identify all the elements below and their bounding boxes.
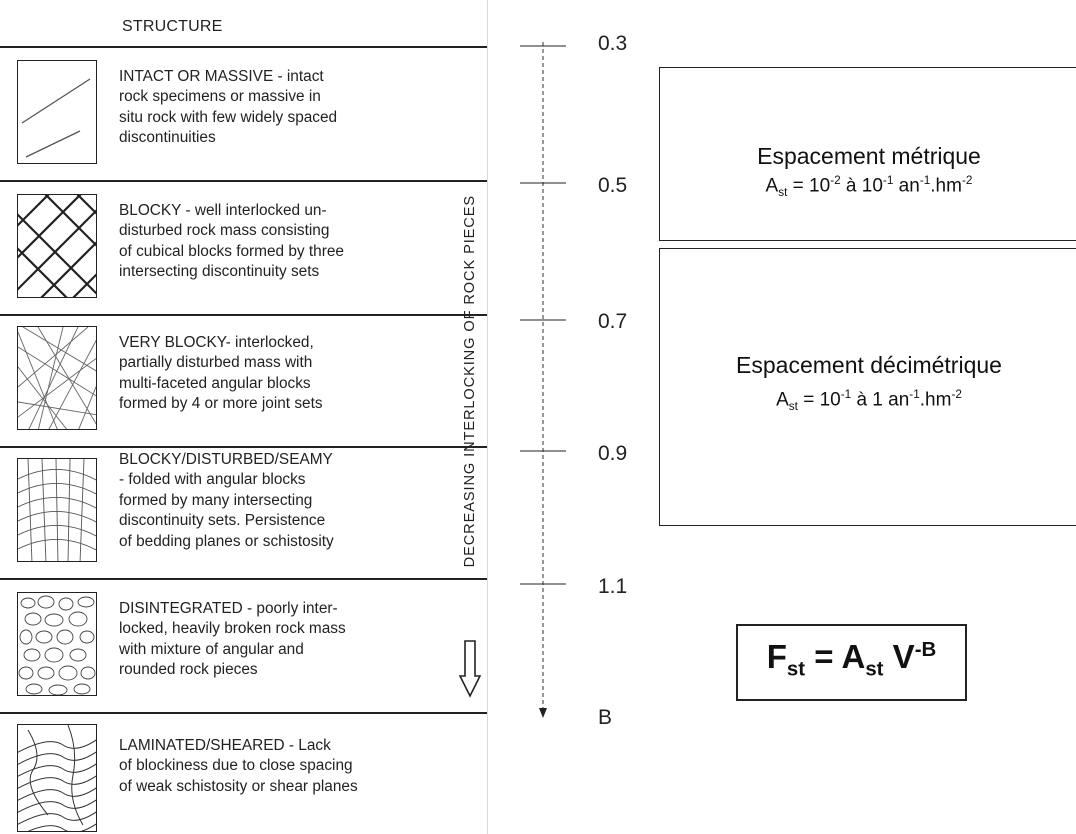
row-divider — [0, 446, 487, 448]
structure-row-blocky-disturbed-seamy: BLOCKY/DISTURBED/SEAMY - folded with ang… — [0, 448, 470, 578]
blocky-icon — [17, 194, 97, 298]
scale-end-label: B — [598, 706, 613, 729]
row-divider — [0, 578, 487, 580]
down-arrow-icon — [459, 640, 481, 698]
formula-box: Fst = Ast V-B — [736, 624, 967, 701]
structure-table: STRUCTURE INTACT OR MASSIVE - intact roc… — [0, 0, 487, 834]
structure-description: DISINTEGRATED - poorly inter- locked, he… — [119, 600, 346, 679]
structure-row-disintegrated: DISINTEGRATED - poorly inter- locked, he… — [0, 580, 470, 712]
structure-description: VERY BLOCKY- interlocked, partially dist… — [119, 334, 323, 413]
scale-tick-label: 0.7 — [598, 310, 628, 333]
intact-massive-icon — [17, 60, 97, 164]
scale-tick-label: 1.1 — [598, 575, 628, 598]
side-label-text: DECREASING INTERLOCKING OF ROCK PIECES — [462, 194, 478, 568]
decimetric-spacing-formula: Ast = 10-1 à 1 an-1.hm-2 — [776, 388, 962, 414]
structure-row-intact-massive: INTACT OR MASSIVE - intact rock specimen… — [0, 48, 470, 180]
metric-spacing-title: Espacement métrique — [757, 143, 981, 169]
row-divider — [0, 180, 487, 182]
scale-tick-label: 0.3 — [598, 32, 628, 55]
metric-spacing-box: Espacement métrique Ast = 10-2 à 10-1 an… — [659, 67, 1076, 241]
very-blocky-icon — [17, 326, 97, 430]
row-divider — [0, 314, 487, 316]
structure-row-laminated-sheared: LAMINATED/SHEARED - Lack of blockiness d… — [0, 714, 470, 834]
disintegrated-icon — [17, 592, 97, 696]
structure-header: STRUCTURE — [122, 18, 223, 35]
row-divider — [0, 712, 487, 714]
structure-description: BLOCKY - well interlocked un- disturbed … — [119, 202, 344, 281]
structure-description: LAMINATED/SHEARED - Lack of blockiness d… — [119, 737, 358, 795]
row-divider — [0, 46, 487, 48]
structure-row-very-blocky: VERY BLOCKY- interlocked, partially dist… — [0, 316, 470, 446]
structure-row-blocky: BLOCKY - well interlocked un- disturbed … — [0, 182, 470, 314]
panel-divider — [487, 0, 488, 834]
decimetric-spacing-box: Espacement décimétrique Ast = 10-1 à 1 a… — [659, 248, 1076, 526]
laminated-sheared-icon — [17, 724, 97, 832]
b-scale-axis: 0.3 0.5 0.7 0.9 1.1 B — [510, 20, 650, 740]
main-formula: Fst = Ast V-B — [766, 638, 937, 681]
scale-tick-label: 0.9 — [598, 442, 628, 465]
structure-description: BLOCKY/DISTURBED/SEAMY - folded with ang… — [119, 451, 334, 550]
metric-spacing-formula: Ast = 10-2 à 10-1 an-1.hm-2 — [765, 174, 973, 200]
decimetric-spacing-title: Espacement décimétrique — [736, 352, 1002, 378]
structure-description: INTACT OR MASSIVE - intact rock specimen… — [119, 68, 338, 147]
scale-tick-label: 0.5 — [598, 174, 628, 197]
blocky-disturbed-seamy-icon — [17, 458, 97, 562]
